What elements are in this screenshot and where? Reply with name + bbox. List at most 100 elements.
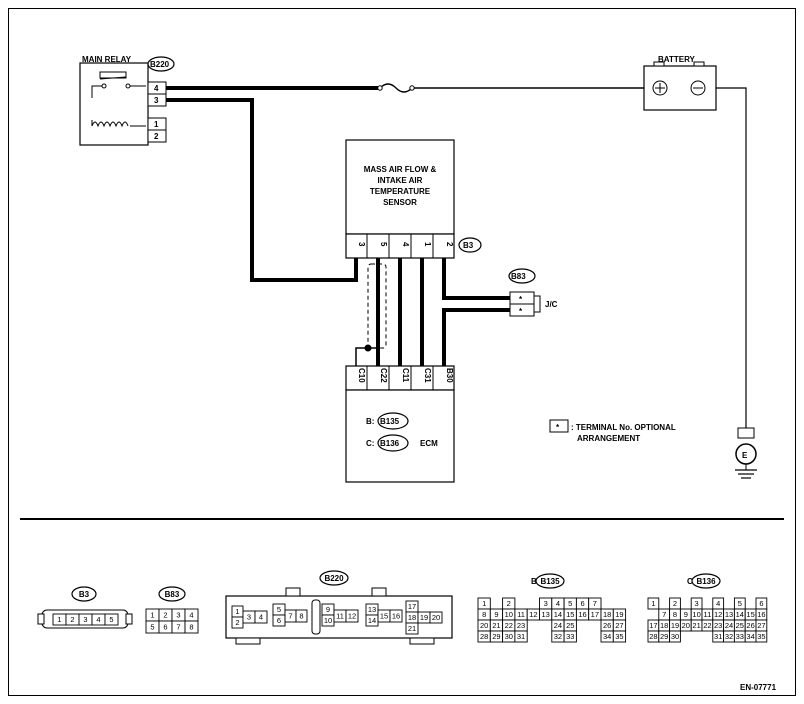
face-b220-pin-label: 15 <box>380 612 388 621</box>
face-b220-pin <box>295 609 308 623</box>
face-b136-pin-label: 24 <box>725 621 733 630</box>
face-b136-pin-label: 35 <box>757 632 765 641</box>
face-b83-pin-label: 4 <box>189 611 193 620</box>
face-b135-pin <box>612 630 627 643</box>
face-b135-pin-label: 33 <box>566 632 574 641</box>
face-b135-pin-label: 35 <box>615 632 623 641</box>
ecm-pin-label: C31 <box>423 368 432 383</box>
face-b220-pin-label: 17 <box>408 602 416 611</box>
face-b220-tab <box>285 587 301 597</box>
face-b136-pin-label: 3 <box>695 599 699 608</box>
battery-negative-icon <box>690 80 706 96</box>
sensor-label-line4: SENSOR <box>383 198 417 207</box>
face-b135-pin-label: 21 <box>492 621 500 630</box>
face-b136-pin-label: 6 <box>759 599 763 608</box>
ecm-b-connector-badge <box>377 412 409 430</box>
sensor-pin-label: 3 <box>357 242 366 247</box>
ecm-b-connector: B135 <box>380 417 400 426</box>
battery: BATTERY <box>643 55 717 111</box>
face-b136-pin-label: 32 <box>725 632 733 641</box>
face-b136-pin-label: 10 <box>692 610 700 619</box>
face-b136-pin-label: 33 <box>736 632 744 641</box>
face-b135-pin-label: 34 <box>603 632 611 641</box>
wires <box>166 83 747 428</box>
face-b3-pin-label: 1 <box>57 615 61 624</box>
face-b220-pin-label: 11 <box>336 612 344 621</box>
sensor-box <box>345 139 455 235</box>
face-b135-prefix: B: <box>531 577 539 586</box>
face-b136-pin-label: 8 <box>673 610 677 619</box>
relay-pin-label: 2 <box>154 132 159 141</box>
face-b135-pin-label: 15 <box>566 610 574 619</box>
battery-title: BATTERY <box>658 55 696 64</box>
face-b135-pin-label: 23 <box>517 621 525 630</box>
wire-relay-sensor <box>166 98 358 282</box>
face-b135-pin-label: 32 <box>554 632 562 641</box>
face-b136-pin-label: 20 <box>682 621 690 630</box>
wire-battery-ground <box>716 87 747 428</box>
sensor-pin-label: 1 <box>423 242 432 247</box>
relay-pin-label: 1 <box>154 120 159 129</box>
jc-connector-name: B83 <box>511 272 526 281</box>
face-b136-pin-label: 2 <box>673 599 677 608</box>
face-b136-pin-label: 29 <box>660 632 668 641</box>
ecm-pin-label: C11 <box>401 368 410 383</box>
relay-connector-name: B220 <box>150 60 170 69</box>
face-b136-pin-label: 4 <box>716 599 720 608</box>
face-b220-pin <box>405 622 419 635</box>
face-b135-pin <box>563 630 577 643</box>
legend-line1: : TERMINAL No. OPTIONAL <box>571 423 676 432</box>
face-b3-badge <box>71 586 97 602</box>
face-b136-badge <box>691 573 721 589</box>
joint-connector: B83 * * J/C <box>508 268 558 317</box>
face-b220-pin-label: 7 <box>288 612 292 621</box>
face-b220-pin-label: 3 <box>247 613 251 622</box>
face-b83-pin-label: 1 <box>150 611 154 620</box>
face-b83-pin-label: 3 <box>176 611 180 620</box>
ecm-pin-label: C10 <box>357 368 366 383</box>
face-b3-name: B3 <box>79 590 90 599</box>
diagram-border <box>8 8 796 696</box>
face-b220-name: B220 <box>324 574 344 583</box>
ecm-pin-label: B30 <box>445 368 454 383</box>
relay-armature <box>99 71 127 79</box>
face-b135-pin-label: 27 <box>615 621 623 630</box>
legend: * : TERMINAL No. OPTIONAL ARRANGEMENT <box>549 419 676 443</box>
main-relay: MAIN RELAY 4 3 1 2 B220 <box>79 55 175 146</box>
face-b135-pin-label: 19 <box>615 610 623 619</box>
face-b135-badge <box>535 573 565 589</box>
sensor-connector-badge <box>458 237 482 253</box>
face-b3-latch <box>37 613 45 625</box>
face-b220-pin <box>254 610 268 624</box>
face-b136-pin-label: 21 <box>692 621 700 630</box>
face-b136-pin-label: 23 <box>714 621 722 630</box>
legend-line2: ARRANGEMENT <box>577 434 640 443</box>
jc-latch <box>533 295 541 313</box>
battery-terminal <box>653 61 665 67</box>
face-b220-key <box>311 599 321 635</box>
sensor-label-line3: TEMPERATURE <box>370 187 431 196</box>
face-b220-badge <box>319 570 349 586</box>
face-b135-pin-label: 18 <box>603 610 611 619</box>
face-b135-pin-label: 31 <box>517 632 525 641</box>
ecm-pin-label: C22 <box>379 368 388 383</box>
face-b136-pin-label: 31 <box>714 632 722 641</box>
ecm-title: ECM <box>420 439 438 448</box>
face-b135-pin-label: 13 <box>541 610 549 619</box>
face-b136-pin-label: 11 <box>704 610 712 619</box>
face-b135-pin-label: 1 <box>482 599 486 608</box>
fuse-icon <box>379 83 413 93</box>
face-b83-pin <box>184 620 199 634</box>
battery-terminal <box>693 61 705 67</box>
face-b135-pin-label: 20 <box>480 621 488 630</box>
face-b136-pin-label: 30 <box>671 632 679 641</box>
face-b135-pin-label: 16 <box>578 610 586 619</box>
face-b220-pin-label: 6 <box>277 616 281 625</box>
face-b135-pin-label: 29 <box>492 632 500 641</box>
face-b83-pin-label: 8 <box>189 623 193 632</box>
face-b135-pin-label: 14 <box>554 610 562 619</box>
relay-pin-2 <box>147 129 167 143</box>
face-b220-foot <box>409 637 435 645</box>
face-b220-pin-label: 1 <box>235 607 239 616</box>
